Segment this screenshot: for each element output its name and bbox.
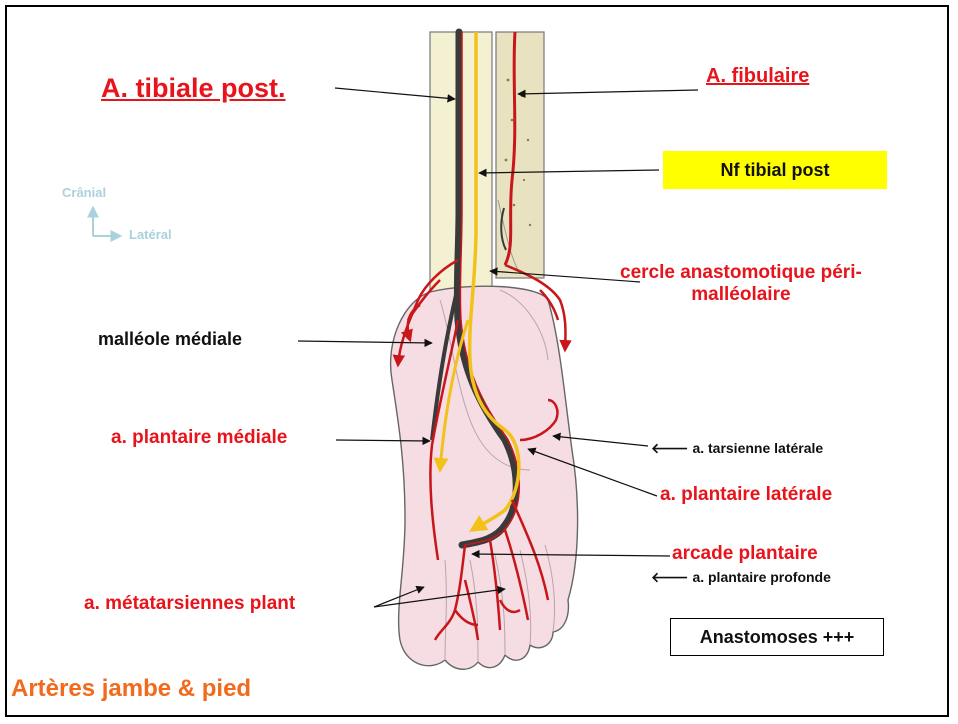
label-tibiale-post: A. tibiale post. — [101, 73, 286, 104]
label-malleole-mediale: malléole médiale — [98, 329, 242, 350]
slide-footer-title: Artères jambe & pied — [11, 675, 251, 703]
foot-outline — [391, 286, 578, 669]
label-plantaire-mediale: a. plantaire médiale — [111, 427, 287, 449]
left-arrow-icon: 🡐 — [651, 440, 689, 456]
label-fibulaire: A. fibulaire — [706, 65, 809, 88]
orientation-indicator — [93, 208, 120, 236]
orientation-lateral-label: Latéral — [129, 228, 172, 243]
label-metatarsiennes-plant: a. métatarsiennes plant — [84, 593, 295, 615]
label-anastomoses: Anastomoses +++ — [670, 618, 884, 656]
tarsienne-text: a. tarsienne latérale — [692, 440, 823, 456]
label-plantaire-profonde: 🡐 a. plantaire profonde — [651, 569, 831, 585]
label-cercle-line1: cercle anastomotique péri- — [620, 262, 862, 284]
label-tarsienne-laterale: 🡐 a. tarsienne latérale — [651, 440, 823, 456]
label-arcade-plantaire: arcade plantaire — [672, 543, 818, 565]
profonde-text: a. plantaire profonde — [692, 569, 830, 585]
label-cercle-line2: malléolaire — [620, 284, 862, 306]
label-nf-tibial-post: Nf tibial post — [663, 151, 887, 189]
label-cercle-anastomotique: cercle anastomotique péri- malléolaire — [620, 262, 862, 306]
leg-bones — [430, 32, 544, 292]
left-arrow-icon: 🡐 — [651, 569, 689, 585]
orientation-cranial-label: Crânial — [62, 186, 106, 201]
label-plantaire-laterale: a. plantaire latérale — [660, 484, 832, 506]
